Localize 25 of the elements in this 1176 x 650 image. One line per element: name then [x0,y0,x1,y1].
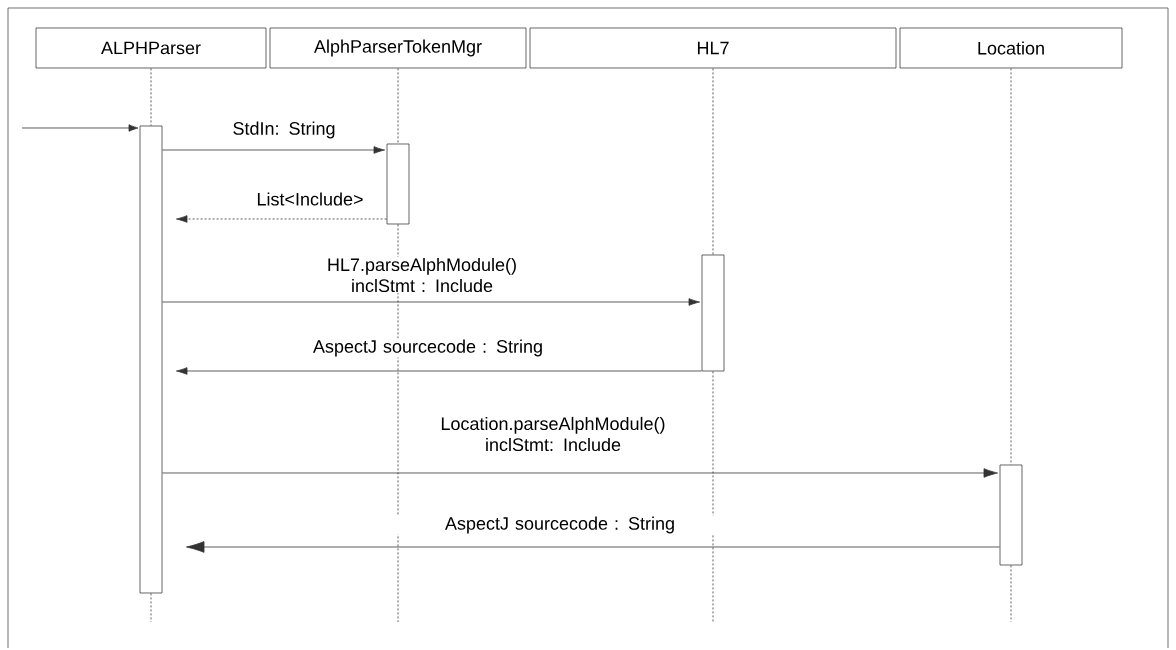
lifeline [712,68,714,255]
lifeline-header-box: AlphParserTokenMgr [269,27,527,69]
message-arrow [162,468,999,478]
message-arrow [176,215,387,223]
lifeline-header-box: Location [899,27,1123,69]
lifeline [150,68,152,126]
lifeline-header-box: ALPHParser [35,27,267,69]
message-label: Location.parseAlphModule() inclStmt: Include [441,416,665,452]
message-arrow [21,124,139,132]
lifeline [397,68,399,144]
lifeline [1010,68,1012,465]
message-arrow [176,367,702,375]
message-label: HL7.parseAlphModule() inclStmt : Include [328,257,516,293]
message-arrow [162,298,700,306]
activation-bar [999,464,1023,566]
message-label: AspectJ sourcecode : String [445,516,674,534]
activation-bar [701,254,725,372]
message-arrow [186,541,1000,553]
message-label: StdIn: String [233,121,335,139]
message-arrow [162,146,385,154]
lifeline-header-box: HL7 [529,27,897,69]
activation-bar [386,143,410,225]
activation-bar [139,125,163,594]
message-label: List<Include> [257,192,363,206]
message-label: AspectJ sourcecode : String [313,339,542,357]
